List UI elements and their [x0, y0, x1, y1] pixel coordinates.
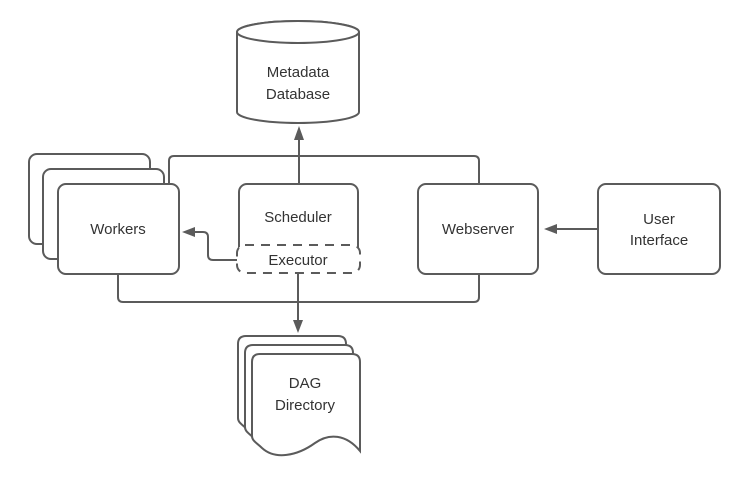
- metadata-database-node: Metadata Database: [236, 20, 360, 124]
- metadata-database-label-line2: Database: [266, 86, 330, 103]
- workers-stack-front: [57, 183, 180, 275]
- user-interface-node: User Interface: [597, 183, 721, 275]
- arrow-to-dag-directory: [293, 273, 303, 333]
- dag-directory-label-line1: DAG: [289, 375, 322, 392]
- scheduler-label: Scheduler: [264, 209, 332, 226]
- arrowhead-down-icon: [293, 320, 303, 333]
- arrowhead-left-icon: [544, 224, 557, 234]
- user-interface-label-line2: Interface: [630, 232, 688, 249]
- user-interface-box: [597, 183, 721, 275]
- workers-node: Workers: [28, 153, 180, 275]
- arrow-executor-to-workers: [182, 227, 237, 261]
- arrow-user-interface-to-webserver: [544, 224, 598, 234]
- executor-node: Executor: [236, 244, 361, 274]
- top-bus-connector: [168, 155, 480, 184]
- arrowhead-left-icon: [182, 227, 195, 237]
- dag-directory-node: DAG Directory: [237, 335, 361, 457]
- database-cylinder-top-icon: [236, 20, 360, 44]
- dag-directory-label-line2: Directory: [275, 397, 336, 414]
- executor-label: Executor: [268, 252, 327, 269]
- connector-layer: [117, 126, 598, 333]
- webserver-box: [417, 183, 539, 275]
- metadata-database-label-line1: Metadata: [267, 64, 330, 81]
- scheduler-node: Scheduler Executor: [236, 183, 361, 274]
- user-interface-label-line1: User: [643, 211, 675, 228]
- executor-dashed-box: [236, 244, 361, 274]
- workers-label: Workers: [90, 221, 146, 238]
- arrow-to-metadata-database: [294, 126, 304, 184]
- webserver-node: Webserver: [417, 183, 539, 275]
- webserver-label: Webserver: [442, 221, 514, 238]
- arrowhead-up-icon: [294, 126, 304, 140]
